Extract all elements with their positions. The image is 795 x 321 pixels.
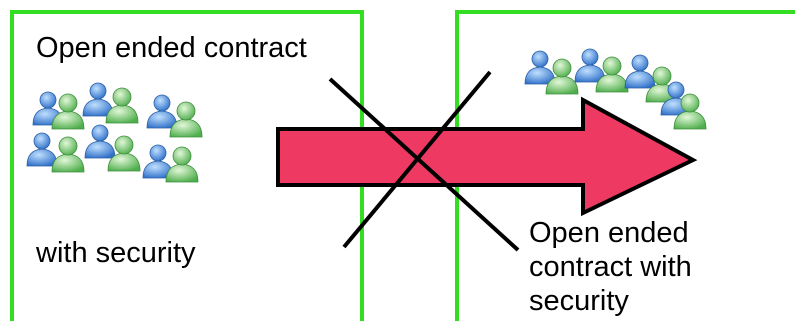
left-panel-title: Open ended contract xyxy=(36,32,307,64)
right-caption-line-1: Open ended xyxy=(529,217,689,249)
arrow-right-icon xyxy=(276,96,698,217)
right-caption-line-2: contract with xyxy=(529,251,692,283)
cross-out-icon xyxy=(328,70,520,252)
left-panel-caption: with security xyxy=(36,237,196,269)
users-group-icon xyxy=(26,82,203,183)
right-caption-line-3: security xyxy=(529,285,629,317)
right-panel-caption: Open ended contract with security xyxy=(529,216,729,318)
